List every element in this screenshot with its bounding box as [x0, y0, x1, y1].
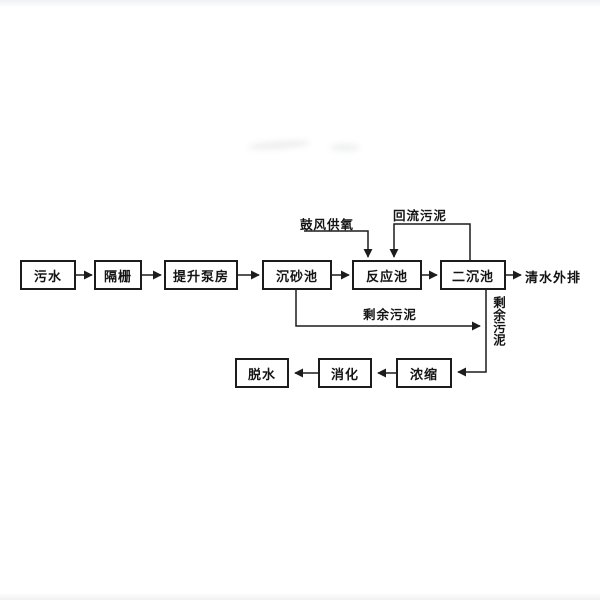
- node-reaction-tank: 反应池: [352, 260, 422, 290]
- node-wastewater: 污水: [20, 260, 76, 290]
- arrow-excess-sludge-to-nongsuo: [457, 290, 487, 377]
- label-return-sludge: 回流污泥: [393, 209, 448, 223]
- arrow-excess-sludge-horizontal: [295, 290, 481, 331]
- label-blower-oxygen: 鼓风供氧: [300, 218, 355, 232]
- node-lift-pump-house: 提升泵房: [164, 260, 238, 290]
- node-thickening: 浓缩: [396, 358, 452, 388]
- arrow-return-sludge-to-fanying: [389, 223, 471, 260]
- node-grit-chamber: 沉砂池: [262, 260, 332, 290]
- arrow-blower-oxygen-to-fanying: [304, 230, 373, 258]
- node-dewatering: 脱水: [235, 358, 289, 388]
- label-excess-sludge-horizontal: 剩余污泥: [363, 308, 418, 322]
- node-digestion: 消化: [318, 358, 372, 388]
- label-excess-sludge-vertical: 剩余污泥: [491, 296, 505, 346]
- node-secondary-clarifier: 二沉池: [440, 260, 506, 290]
- node-bar-screen: 隔栅: [94, 260, 142, 290]
- scan-artifact: [330, 144, 360, 151]
- label-clean-water-discharge: 清水外排: [525, 270, 582, 285]
